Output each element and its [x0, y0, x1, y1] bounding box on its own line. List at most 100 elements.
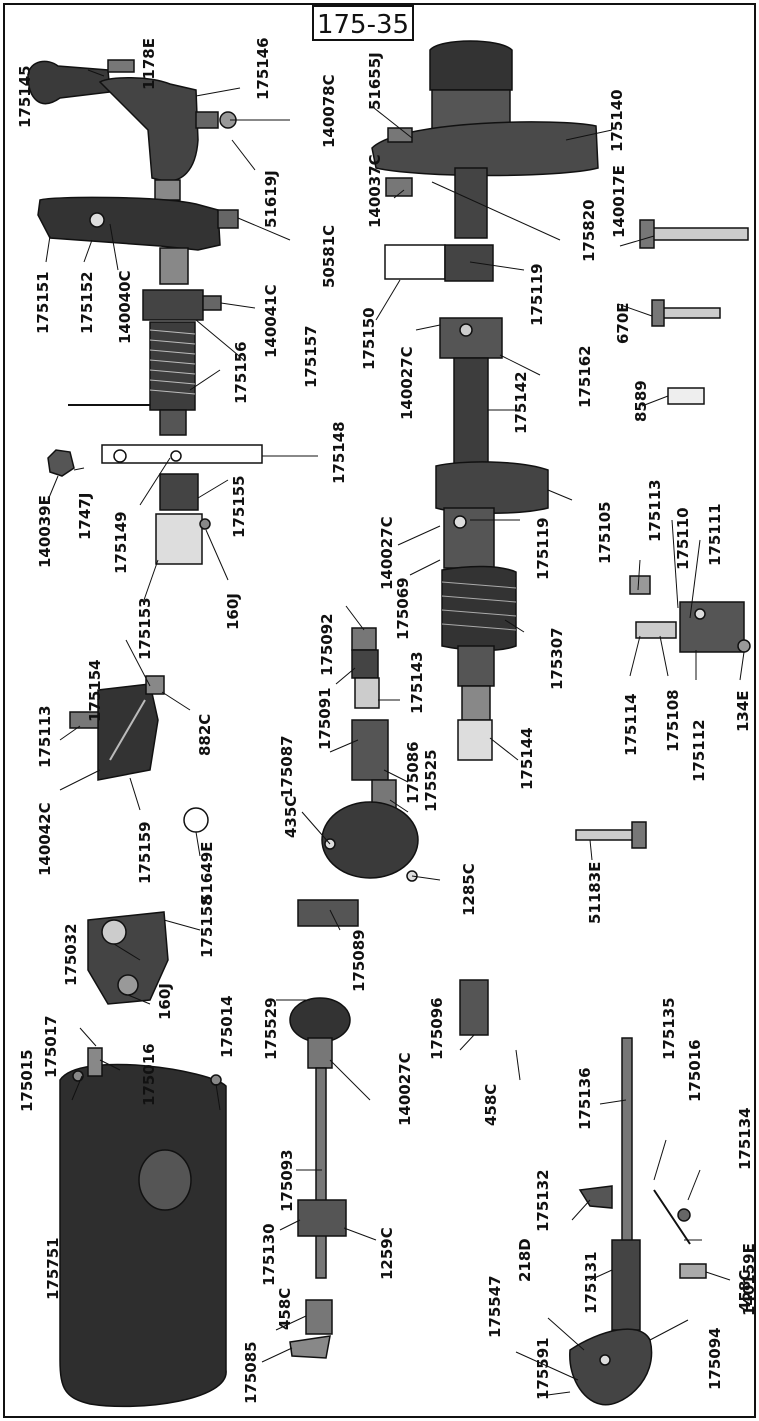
label-175136: 175136	[576, 1067, 594, 1130]
label-175016-right: 175016	[686, 1039, 704, 1102]
label-670E: 670E	[614, 302, 632, 344]
label-175085: 175085	[242, 1341, 260, 1404]
page-title: 175-35	[317, 10, 409, 40]
label-175015: 175015	[18, 1049, 36, 1112]
label-140041C: 140041C	[262, 284, 280, 358]
label-175087: 175087	[278, 735, 296, 798]
label-175153: 175153	[136, 597, 154, 660]
label-140042C: 140042C	[36, 802, 54, 876]
label-175157: 175157	[302, 325, 320, 388]
label-160J-upper: 160J	[224, 593, 242, 630]
label-435C: 435C	[282, 796, 300, 838]
label-175547: 175547	[486, 1275, 504, 1338]
label-140027C-upper: 140027C	[398, 346, 416, 420]
label-175014: 175014	[218, 995, 236, 1058]
middle-left-parts	[47, 444, 263, 565]
title-box: 175-35	[312, 5, 414, 41]
label-218D: 218D	[516, 1238, 534, 1282]
label-160J-lower: 160J	[156, 983, 174, 1020]
top-left-assembly	[27, 59, 239, 436]
label-140027C-middle: 140027C	[378, 516, 396, 590]
label-175142: 175142	[512, 371, 530, 434]
label-175820: 175820	[580, 199, 598, 262]
label-175108: 175108	[664, 689, 682, 752]
label-175069: 175069	[394, 577, 412, 640]
label-175119-lower: 175119	[534, 517, 552, 580]
right-middle-assembly	[629, 575, 751, 653]
label-458C-left: 458C	[276, 1288, 294, 1330]
label-175134: 175134	[736, 1107, 754, 1170]
leader-lines	[45, 69, 745, 1397]
label-140037C: 140037C	[366, 154, 384, 228]
label-175093: 175093	[278, 1149, 296, 1212]
label-175591: 175591	[534, 1337, 552, 1400]
large-cover	[59, 1047, 227, 1408]
label-175089: 175089	[350, 929, 368, 992]
label-51655J: 51655J	[366, 52, 384, 110]
label-175113-upper: 175113	[646, 479, 664, 542]
label-1259C: 1259C	[378, 1227, 396, 1280]
label-175149: 175149	[112, 511, 130, 574]
label-140027C-lower: 140027C	[396, 1052, 414, 1126]
label-175113-lower: 175113	[36, 705, 54, 768]
label-140039E: 140039E	[36, 495, 54, 568]
label-175086: 175086	[404, 741, 422, 804]
label-175096: 175096	[428, 997, 446, 1060]
label-175155: 175155	[230, 475, 248, 538]
label-175158: 175158	[198, 895, 216, 958]
label-175105: 175105	[596, 501, 614, 564]
label-175144: 175144	[518, 727, 536, 790]
label-140017E: 140017E	[610, 165, 628, 238]
label-175114: 175114	[622, 693, 640, 756]
label-51619J: 51619J	[262, 170, 280, 228]
label-175143: 175143	[408, 651, 426, 714]
label-458C-centre: 458C	[482, 1084, 500, 1126]
label-882C: 882C	[196, 714, 214, 756]
label-175130: 175130	[260, 1223, 278, 1286]
label-175135: 175135	[660, 997, 678, 1060]
label-175094: 175094	[706, 1327, 724, 1390]
label-140040C: 140040C	[116, 270, 134, 344]
label-175159: 175159	[136, 821, 154, 884]
label-175110: 175110	[674, 507, 692, 570]
label-175131: 175131	[582, 1251, 600, 1314]
label-175092: 175092	[318, 613, 336, 676]
label-175132: 175132	[534, 1169, 552, 1232]
label-175148: 175148	[330, 421, 348, 484]
label-175162: 175162	[576, 345, 594, 408]
plate-assembly	[87, 911, 169, 1005]
label-51183E: 51183E	[586, 862, 604, 924]
part-drawings	[27, 40, 751, 1408]
label-140159E: 140159E	[740, 1243, 758, 1316]
label-175154: 175154	[86, 659, 104, 722]
label-175152: 175152	[78, 271, 96, 334]
page-border	[3, 3, 756, 1418]
label-175140: 175140	[608, 89, 626, 152]
label-140078C: 140078C	[320, 74, 338, 148]
label-50581C: 50581C	[320, 225, 338, 288]
label-175145: 175145	[16, 65, 34, 128]
centre-assembly	[297, 627, 419, 927]
label-175751: 175751	[44, 1237, 62, 1300]
label-175307: 175307	[548, 627, 566, 690]
label-134E: 134E	[734, 690, 752, 732]
label-175119-upper: 175119	[528, 263, 546, 326]
label-1285C: 1285C	[460, 863, 478, 916]
label-175112: 175112	[690, 719, 708, 782]
feed-parts	[69, 675, 647, 849]
part-labels: 175145 1178E 175146 140078C 51619J 50581…	[16, 37, 758, 1404]
label-175032: 175032	[62, 923, 80, 986]
screws-right-column	[639, 219, 749, 405]
label-175016-left: 175016	[140, 1043, 158, 1106]
label-1747J: 1747J	[76, 493, 94, 540]
label-175156: 175156	[232, 341, 250, 404]
label-175529: 175529	[262, 997, 280, 1060]
label-175091: 175091	[316, 687, 334, 750]
label-175525: 175525	[422, 749, 440, 812]
label-175146: 175146	[254, 37, 272, 100]
label-175111: 175111	[706, 503, 724, 566]
label-1178E: 1178E	[140, 38, 158, 90]
hook-assembly	[569, 1037, 707, 1406]
label-175017: 175017	[42, 1015, 60, 1078]
